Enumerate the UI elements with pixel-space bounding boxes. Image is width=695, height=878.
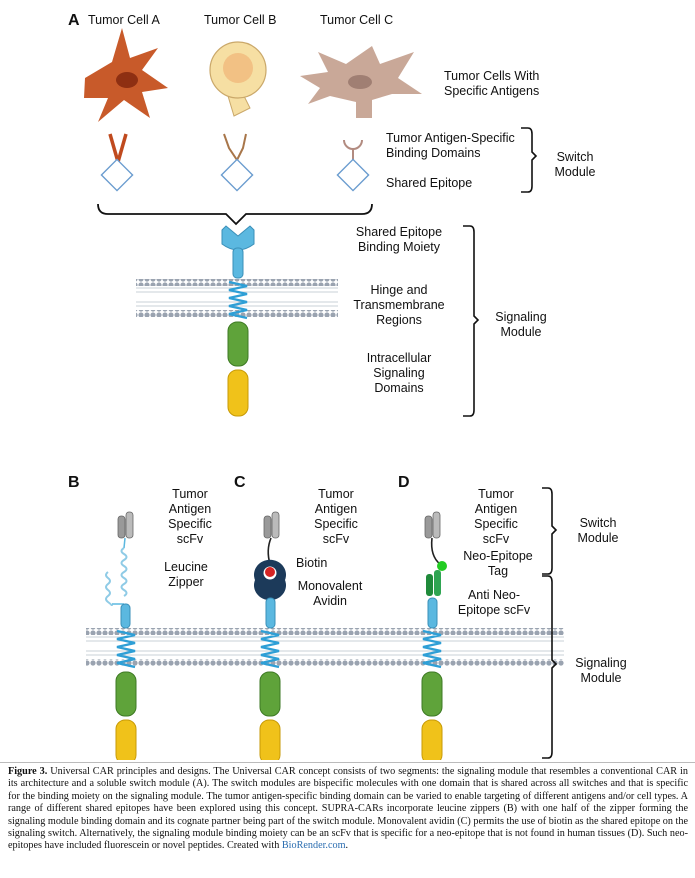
panel-label-c: C — [234, 474, 246, 491]
caption-text: Universal CAR principles and designs. Th… — [8, 766, 688, 852]
membrane-bcd — [86, 628, 564, 666]
biotin-label: Biotin — [296, 556, 328, 570]
caption-end: . — [345, 840, 349, 852]
car-receptor-b — [105, 511, 137, 760]
panel-label-d: D — [398, 474, 410, 491]
shared-epitope-label: Shared Epitope — [386, 176, 473, 190]
anti-neo-label: Anti Neo-Epitope scFv — [457, 588, 531, 617]
biorender-link[interactable]: BioRender.com — [281, 840, 346, 852]
figure-canvas — [84, 28, 564, 760]
switch-c — [336, 139, 370, 192]
signaling-module-bracket-a — [463, 225, 480, 417]
car-receptor-d — [421, 511, 447, 760]
caption-divider — [0, 762, 695, 763]
tumor-cell-b-label: Tumor Cell B — [204, 13, 277, 27]
switch-module-bracket — [521, 127, 538, 193]
tumor-cell-c — [300, 46, 422, 118]
panel-label-a: A — [68, 12, 80, 29]
switch-b — [220, 133, 254, 192]
signaling-module-bracket-d — [542, 575, 558, 759]
car-receptor-a — [221, 225, 255, 417]
tumor-cell-b — [209, 41, 267, 117]
car-receptor-c — [254, 511, 286, 760]
figure-caption: Figure 3. Universal CAR principles and d… — [8, 766, 688, 853]
switch-pool-bracket — [97, 203, 373, 226]
tumor-cell-c-label: Tumor Cell C — [320, 13, 394, 27]
tumor-cell-a-label: Tumor Cell A — [88, 13, 160, 27]
tumor-cell-a — [84, 28, 168, 122]
switch-module-bracket-d — [542, 487, 558, 575]
switch-a — [100, 133, 134, 192]
panel-label-b: B — [68, 474, 80, 491]
caption-fig-label: Figure 3. — [8, 766, 48, 777]
